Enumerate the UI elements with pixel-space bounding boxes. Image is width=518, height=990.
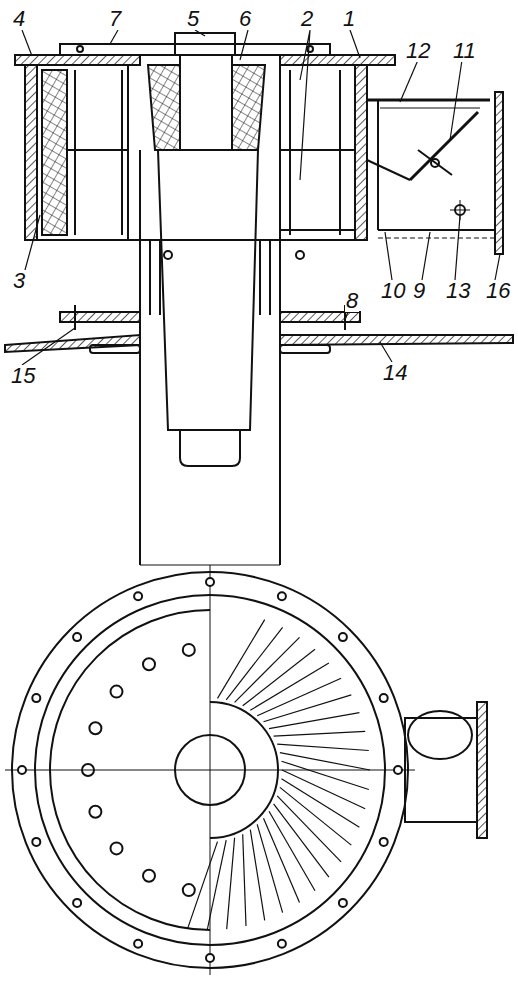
plan-detail (277, 744, 369, 750)
plan-detail (143, 658, 155, 670)
callout-number: 7 (108, 8, 122, 30)
plan-detail (89, 722, 101, 734)
callout-number: 3 (12, 270, 26, 292)
plan-detail (264, 818, 300, 902)
plan-detail (380, 694, 388, 702)
plan-detail (73, 633, 81, 641)
callout-number: 9 (412, 280, 426, 302)
plan-detail (339, 633, 347, 641)
plan-detail (206, 954, 214, 962)
plan-detail (82, 764, 94, 776)
plan-detail (250, 830, 264, 921)
callout-number: 14 (382, 362, 408, 384)
plan-detail (250, 663, 329, 710)
plan-detail (111, 842, 123, 854)
plan-detail (264, 695, 352, 722)
callout-number: 1 (342, 8, 356, 30)
callout-number: 10 (380, 280, 406, 302)
callout-number: 8 (345, 290, 359, 312)
callout-number: 4 (12, 8, 26, 30)
plan-detail (18, 766, 26, 774)
plan-detail (380, 838, 388, 846)
callout-number: 6 (238, 8, 252, 30)
plan-detail (134, 940, 142, 948)
plan-detail (269, 713, 359, 729)
plan-detail (207, 840, 226, 930)
plan-detail (134, 592, 142, 600)
plan-detail (278, 940, 286, 948)
callout-number: 12 (405, 40, 431, 62)
plan-detail (89, 806, 101, 818)
plan-detail (243, 834, 246, 926)
plan-detail (282, 770, 365, 809)
callout-number: 2 (300, 8, 314, 30)
plan-detail (280, 787, 351, 845)
plan-detail (339, 899, 347, 907)
callout-number: 5 (186, 8, 200, 30)
callout-number: 11 (452, 40, 477, 62)
plan-detail (235, 637, 300, 702)
plan-detail (278, 592, 286, 600)
plan-detail (274, 731, 366, 736)
callout-number: 16 (485, 280, 511, 302)
plan-detail (183, 644, 195, 656)
plan-detail (143, 870, 155, 882)
plan-detail (280, 753, 370, 770)
plan-detail (32, 694, 40, 702)
plan-detail (394, 766, 402, 774)
plan-detail (111, 686, 123, 698)
plan-detail (227, 838, 235, 929)
plan-detail (257, 678, 341, 716)
plan-detail (73, 899, 81, 907)
callout-number: 13 (445, 280, 471, 302)
plan-detail (32, 838, 40, 846)
plan-detail (206, 578, 214, 586)
callout-number: 15 (10, 365, 36, 387)
plan-detail (183, 884, 195, 896)
plan-detail (269, 811, 315, 891)
